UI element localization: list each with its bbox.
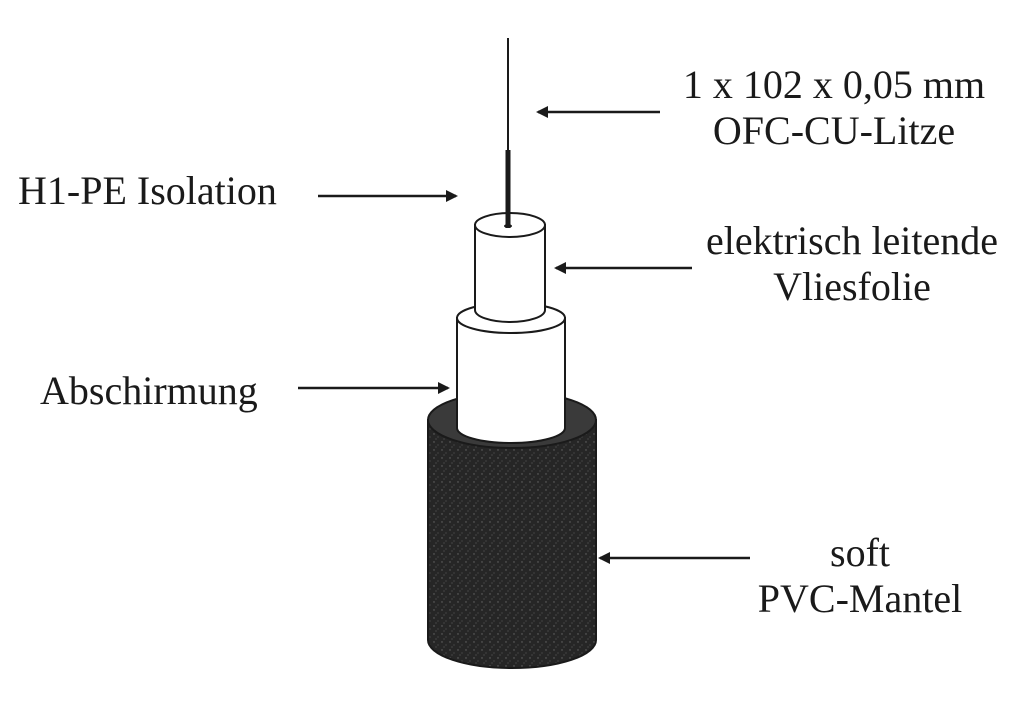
conductor-label: 1 x 102 x 0,05 mm OFC-CU-Litze [664,62,1004,154]
shield-layer [456,302,566,444]
jacket-label-line1: soft [830,530,890,575]
jacket-label: soft PVC-Mantel [740,530,980,622]
shield-label: Abschirmung [40,368,258,413]
conductor-wire [504,38,512,228]
insulation-layer [474,212,546,323]
conductor-label-line2: OFC-CU-Litze [712,108,956,153]
fleece-label: elektrisch leitende Vliesfolie [684,218,1020,310]
jacket-label-line2: PVC-Mantel [757,576,963,621]
fleece-label-line1: elektrisch leitende [705,218,999,263]
fleece-label-line2: Vliesfolie [773,264,931,309]
conductor-label-line1: 1 x 102 x 0,05 mm [682,62,986,107]
insulation-label: H1-PE Isolation [18,168,277,213]
